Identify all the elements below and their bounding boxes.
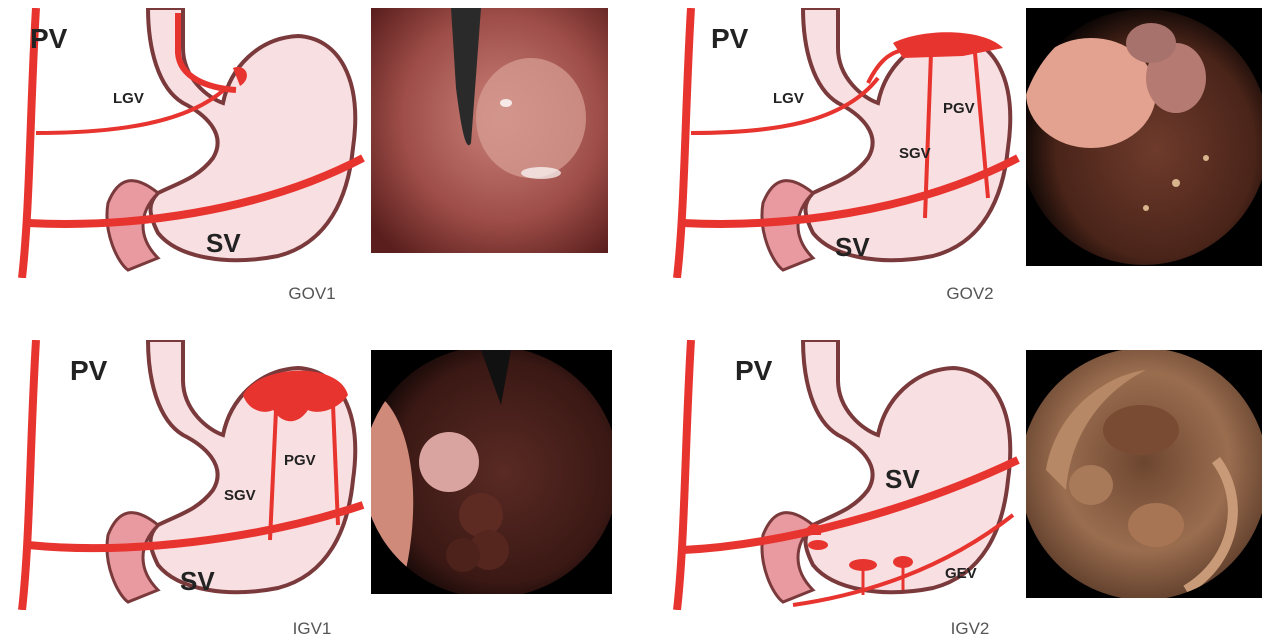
- igv1-caption: IGV1: [252, 619, 372, 639]
- gov1-lgv-label: LGV: [113, 90, 144, 107]
- igv2-caption: IGV2: [910, 619, 1030, 639]
- igv1-sv-label: SV: [180, 566, 215, 596]
- igv1-pgv-label: PGV: [284, 452, 316, 469]
- gov2-diagram: PV LGV SGV PGV SV: [663, 8, 1028, 278]
- igv2-pv-label: PV: [735, 355, 773, 386]
- panel-igv2: PV SV GEV: [663, 340, 1262, 610]
- gov1-sv-label: SV: [206, 228, 241, 258]
- gov2-pgv-label: PGV: [943, 100, 975, 117]
- igv2-gev-label: GEV: [945, 565, 977, 582]
- igv1-endoscopy-photo: [371, 350, 612, 594]
- gov1-diagram: PV LGV SV: [8, 8, 373, 278]
- gov2-sgv-label: SGV: [899, 145, 931, 162]
- gov2-endoscopy-photo: [1026, 8, 1262, 266]
- igv2-sv-label: SV: [885, 464, 920, 494]
- gov2-lgv-label: LGV: [773, 90, 804, 107]
- panel-gov1: PV LGV SV: [8, 8, 608, 308]
- igv2-diagram: PV SV GEV: [663, 340, 1028, 610]
- igv1-sgv-label: SGV: [224, 487, 256, 504]
- igv1-diagram: PV SGV PGV SV: [8, 340, 373, 610]
- gov2-caption: GOV2: [910, 284, 1030, 304]
- panel-gov2: PV LGV SGV PGV SV: [663, 8, 1262, 308]
- gov1-pv-label: PV: [30, 23, 68, 54]
- panel-igv1: PV SGV PGV SV: [8, 340, 612, 610]
- gov2-pv-label: PV: [711, 23, 749, 54]
- gov1-endoscopy-photo: [371, 8, 608, 253]
- igv2-endoscopy-photo: [1026, 350, 1262, 598]
- gov2-sv-label: SV: [835, 232, 870, 262]
- igv1-pv-label: PV: [70, 355, 108, 386]
- gov1-caption: GOV1: [252, 284, 372, 304]
